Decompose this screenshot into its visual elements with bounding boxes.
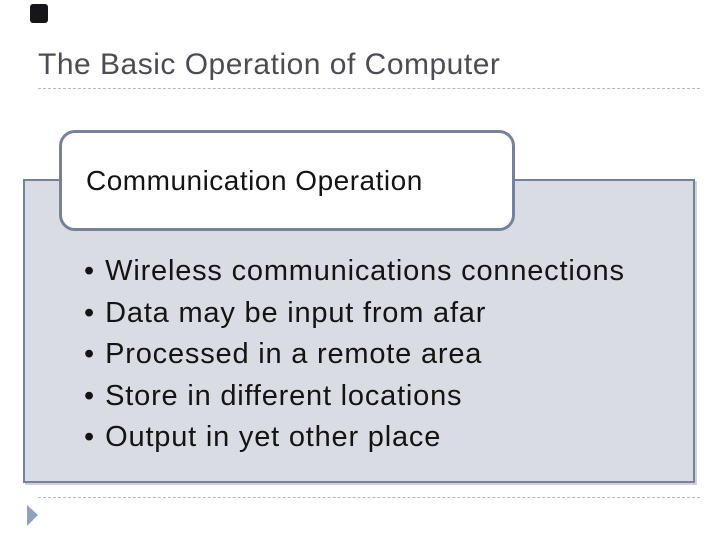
- corner-square-decoration: [30, 4, 48, 23]
- bullet-dot-icon: •: [84, 338, 95, 371]
- bullet-item: • Data may be input from afar: [84, 293, 625, 335]
- callout-box: Communication Operation: [59, 130, 515, 231]
- bullet-text: Data may be input from afar: [105, 296, 487, 329]
- next-arrow-icon: [27, 505, 38, 526]
- bullet-text: Store in different locations: [105, 379, 463, 412]
- bullet-item: • Processed in a remote area: [84, 334, 625, 376]
- bullet-text: Wireless communications connections: [105, 255, 625, 288]
- bullet-text: Processed in a remote area: [105, 338, 483, 371]
- bullet-item: • Store in different locations: [84, 376, 625, 418]
- bullet-item: • Wireless communications connections: [84, 251, 625, 293]
- bullet-item: • Output in yet other place: [84, 417, 625, 459]
- bullet-dot-icon: •: [84, 421, 95, 454]
- callout-label: Communication Operation: [86, 164, 423, 196]
- title-divider: [38, 88, 700, 89]
- bullet-dot-icon: •: [84, 296, 95, 329]
- bullet-dot-icon: •: [84, 255, 95, 288]
- bullet-text: Output in yet other place: [105, 421, 442, 454]
- page-title: The Basic Operation of Computer: [38, 48, 501, 81]
- bullet-list: • Wireless communications connections • …: [84, 251, 625, 459]
- footer-divider: [38, 497, 700, 498]
- bullet-dot-icon: •: [84, 379, 95, 412]
